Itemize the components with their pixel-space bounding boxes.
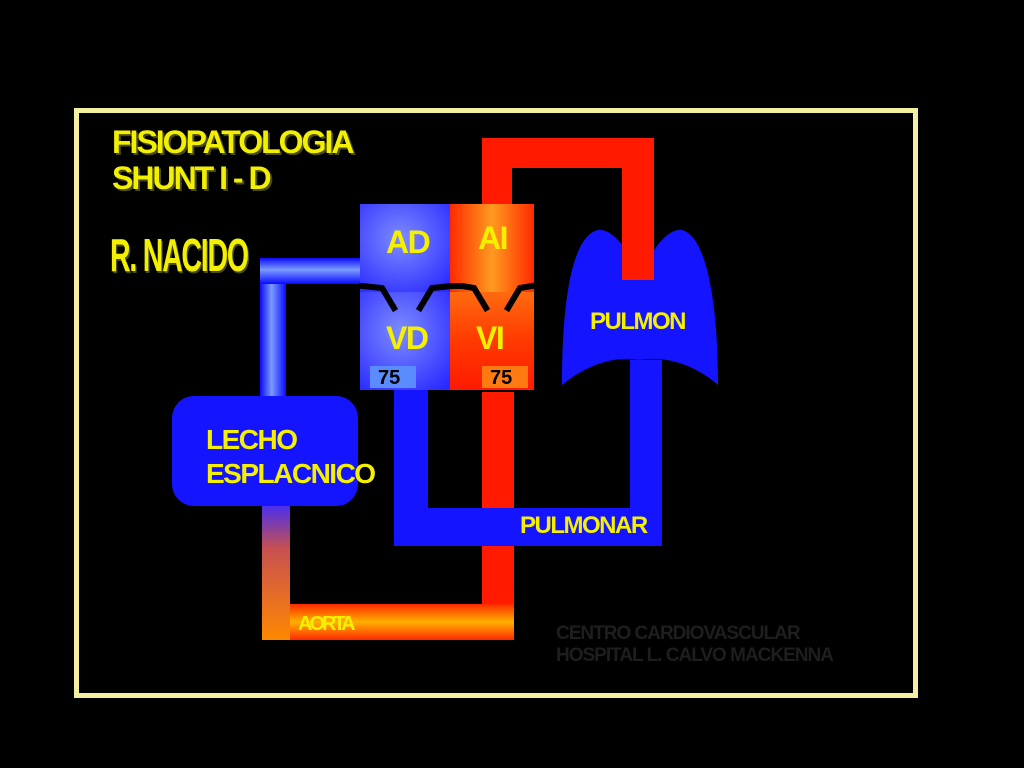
subtitle: R. NACIDO xyxy=(110,229,249,281)
pulmonary-vein-into-lungs xyxy=(622,220,654,280)
left-ventricle-label: VI xyxy=(476,320,505,356)
splanchnic-bed-box xyxy=(172,396,358,506)
right-saturation-box xyxy=(370,366,416,388)
splanchnic-label-line-1: LECHO xyxy=(206,424,298,455)
right-saturation-value: 75 xyxy=(378,367,401,389)
right-atrium-chamber xyxy=(360,204,450,292)
pulmonary-artery-label: PULMONAR xyxy=(520,512,648,539)
left-saturation-box xyxy=(482,366,528,388)
credit-line-2: HOSPITAL L. CALVO MACKENNA xyxy=(556,645,834,666)
right-ventricle-label: VD xyxy=(386,320,429,356)
lungs-label: PULMON xyxy=(590,308,687,335)
splanchnic-label-line-2: ESPLACNICO xyxy=(206,458,376,489)
aorta-label: AORTA xyxy=(298,613,356,635)
left-saturation-value: 75 xyxy=(490,367,513,389)
credit-line-1: CENTRO CARDIOVASCULAR xyxy=(556,623,801,644)
left-atrium-chamber xyxy=(450,204,534,292)
left-atrium-label: AI xyxy=(478,220,509,256)
valves xyxy=(358,282,536,313)
title-line-1: FISIOPATOLOGIA xyxy=(112,124,354,160)
venous-return-tube xyxy=(260,258,364,398)
lungs-shape xyxy=(562,229,718,385)
slide-frame xyxy=(74,108,918,698)
right-atrium-label: AD xyxy=(386,224,431,260)
title-line-2: SHUNT I - D xyxy=(112,160,272,196)
aorta-tube xyxy=(262,392,514,640)
pulmonary-artery-tube xyxy=(394,360,662,546)
